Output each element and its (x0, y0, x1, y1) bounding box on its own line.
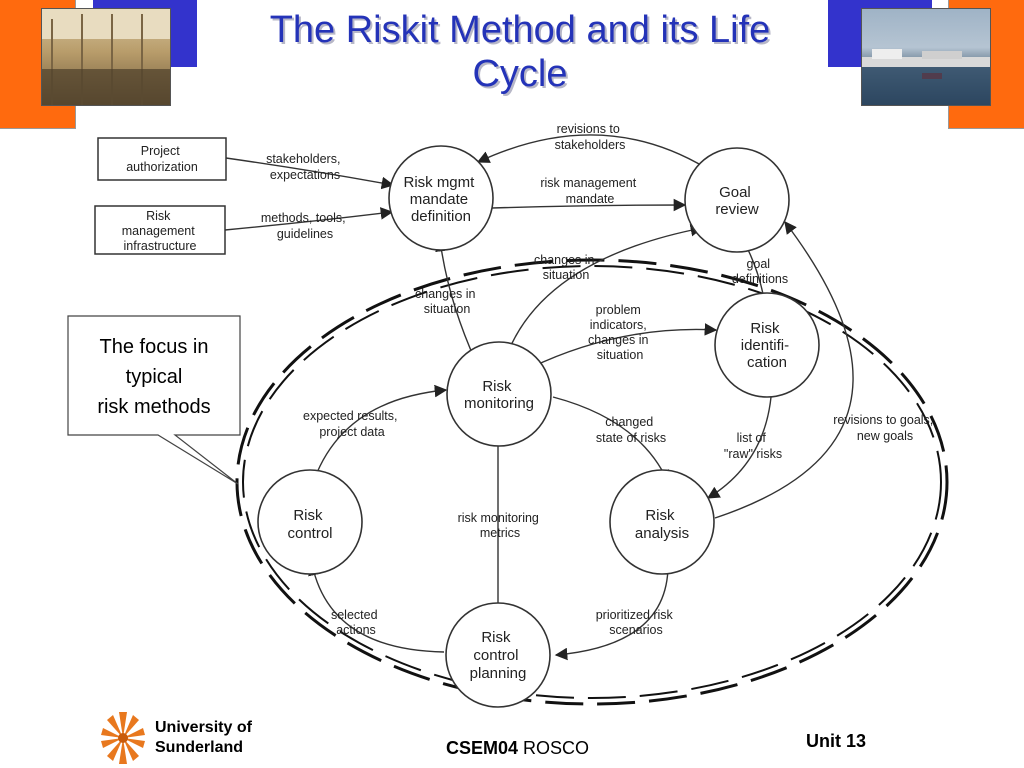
node-monitoring-circle (446, 341, 552, 447)
node-mandate-label: Risk mgmt mandate definition (403, 174, 478, 225)
label-changed-state: changed state of risks (596, 415, 666, 445)
node-mandate-circle (388, 145, 494, 251)
label-stakeholders: stakeholders, expectations (266, 152, 344, 182)
edge-monitoring-identification (529, 323, 718, 369)
edge-identification-analysis (706, 381, 773, 499)
slide-title: The Riskit Method and its Life Cycle (210, 8, 830, 96)
label-raw-risks: list of "raw" risks (724, 431, 782, 461)
university-line-1: University of (155, 719, 252, 736)
callout-shape (67, 315, 241, 485)
node-analysis-circle (609, 469, 715, 575)
label-expected-results: expected results, project data (303, 409, 401, 439)
edge-planning-control (308, 562, 445, 653)
edge-analysis-planning (554, 561, 669, 661)
node-identification-circle (714, 292, 820, 398)
edge-analysis-goal (714, 220, 854, 519)
label-methods: methods, tools, guidelines (261, 211, 349, 241)
harbor-photo (861, 8, 991, 106)
node-control-label: Risk control (287, 507, 332, 542)
edge-monitoring-goal (504, 224, 704, 361)
course-label: CSEM04 ROSCO (446, 738, 589, 759)
edge-revisions-stakeholders (476, 134, 707, 169)
node-goal-circle (684, 147, 790, 253)
office-photo-art (42, 9, 170, 105)
university-line-2: Sunderland (155, 739, 244, 756)
node-control-circle (257, 469, 363, 575)
focus-ellipse-outer (235, 258, 949, 706)
label-revisions-stakeholders: revisions to stakeholders (555, 122, 626, 152)
callout-text: The focus in typical risk methods (70, 332, 238, 422)
callout-line-3: risk methods (97, 396, 211, 418)
callout-line-1: The focus in (99, 336, 209, 358)
node-monitoring-label: Risk monitoring (464, 378, 534, 412)
office-photo (41, 8, 171, 106)
label-selected-actions: selected actions (331, 608, 381, 637)
title-line-1: The Riskit Method and its Life (269, 9, 771, 51)
course-name: ROSCO (518, 738, 590, 758)
infrastructure-box (94, 205, 226, 255)
project-authorization-label: Project authorization (126, 144, 198, 174)
edge-control-monitoring (311, 384, 448, 487)
harbor-photo-art (862, 49, 990, 105)
node-identification-label: Risk identifi- cation (741, 320, 794, 371)
label-monitoring-metrics: risk monitoring metrics (458, 511, 543, 540)
title-line-2: Cycle (472, 53, 568, 95)
label-problem-indicators: problem indicators, changes in situation (588, 303, 652, 362)
node-goal-label: Goal review (715, 184, 759, 218)
edge-monitoring-mandate (435, 238, 477, 363)
node-planning-label: Risk control planning (470, 629, 527, 682)
label-revisions-goals: revisions to goals, new goals (833, 413, 937, 443)
unit-label: Unit 13 (806, 731, 867, 751)
course-code: CSEM04 (446, 738, 519, 758)
edge-methods (224, 207, 394, 231)
edge-monitoring-analysis (552, 396, 670, 484)
callout-line-2: typical (125, 366, 183, 388)
focus-ellipse-inner (242, 265, 942, 699)
label-changes-situation-left: changes in situation (415, 287, 479, 316)
node-analysis-label: Risk analysis (635, 507, 689, 542)
label-prioritized: prioritized risk scenarios (596, 608, 677, 637)
university-name: University of Sunderland (155, 718, 252, 758)
edge-mandate-goal (491, 198, 687, 212)
project-authorization-box (97, 137, 227, 181)
label-goal-definitions: goal definitions (732, 257, 788, 286)
sunderland-logo-icon (101, 712, 145, 764)
node-planning-circle (445, 602, 551, 708)
label-mandate-out: risk management mandate (540, 176, 639, 206)
label-changes-situation-top: changes in situation (534, 253, 598, 282)
infrastructure-label: Risk management infrastructure (122, 209, 198, 253)
edge-stakeholders (225, 157, 395, 190)
